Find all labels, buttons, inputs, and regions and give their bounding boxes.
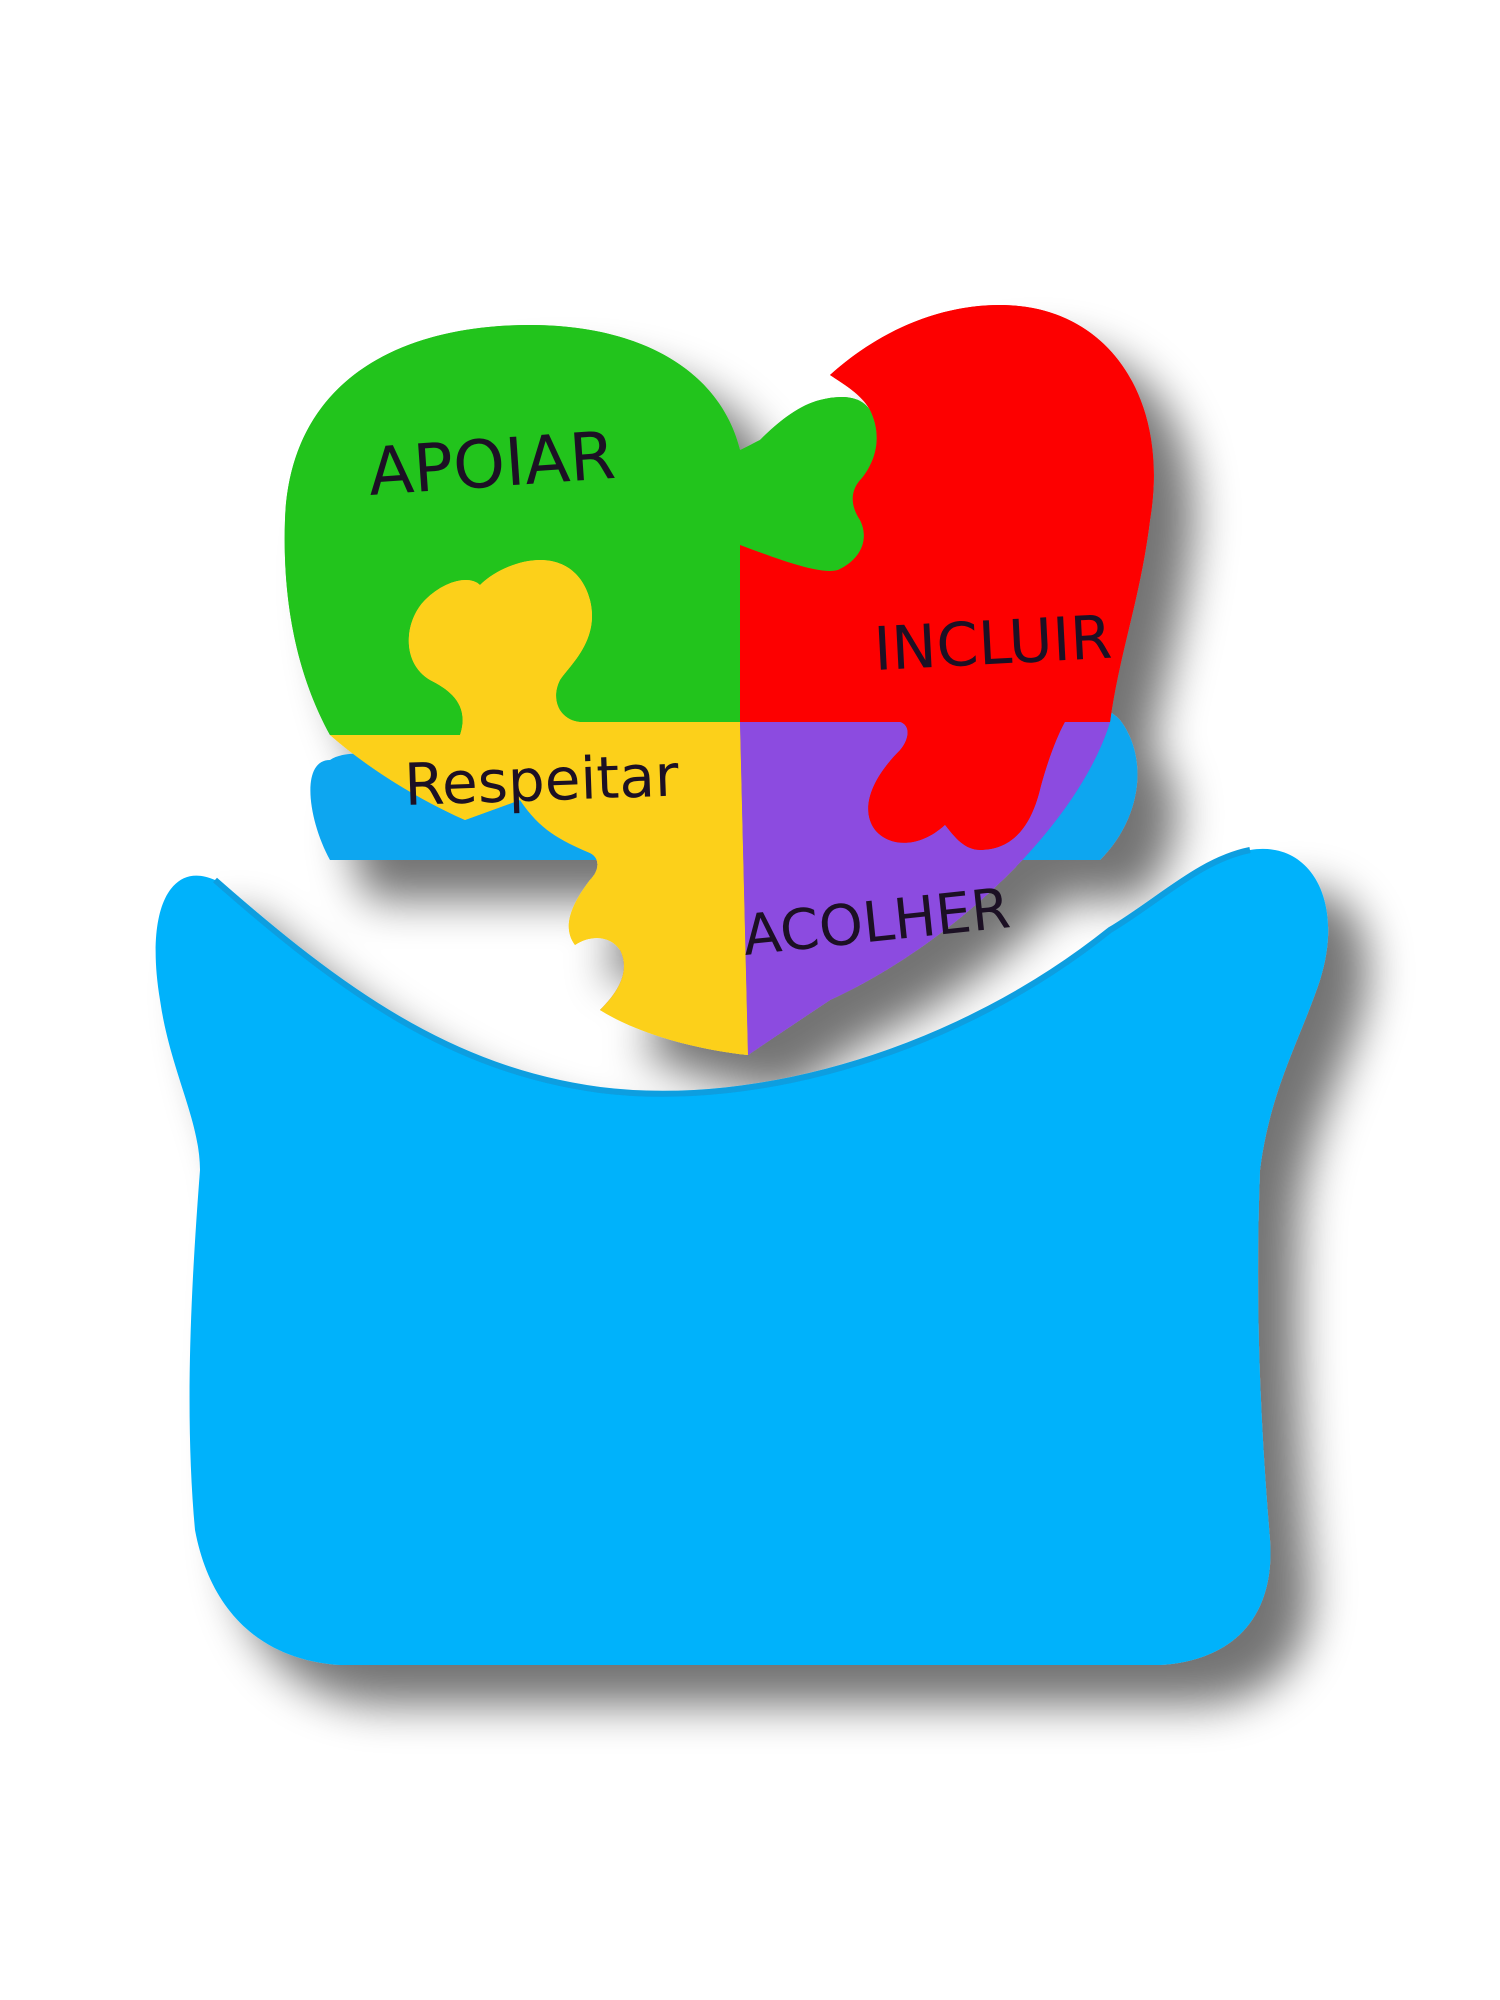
base-front-rim xyxy=(213,847,1251,1097)
label-apoiar: APOIAR xyxy=(366,417,618,511)
label-incluir: INCLUIR xyxy=(872,603,1114,685)
label-respeitar: Respeitar xyxy=(403,741,680,819)
base-front-panel xyxy=(155,848,1329,1665)
